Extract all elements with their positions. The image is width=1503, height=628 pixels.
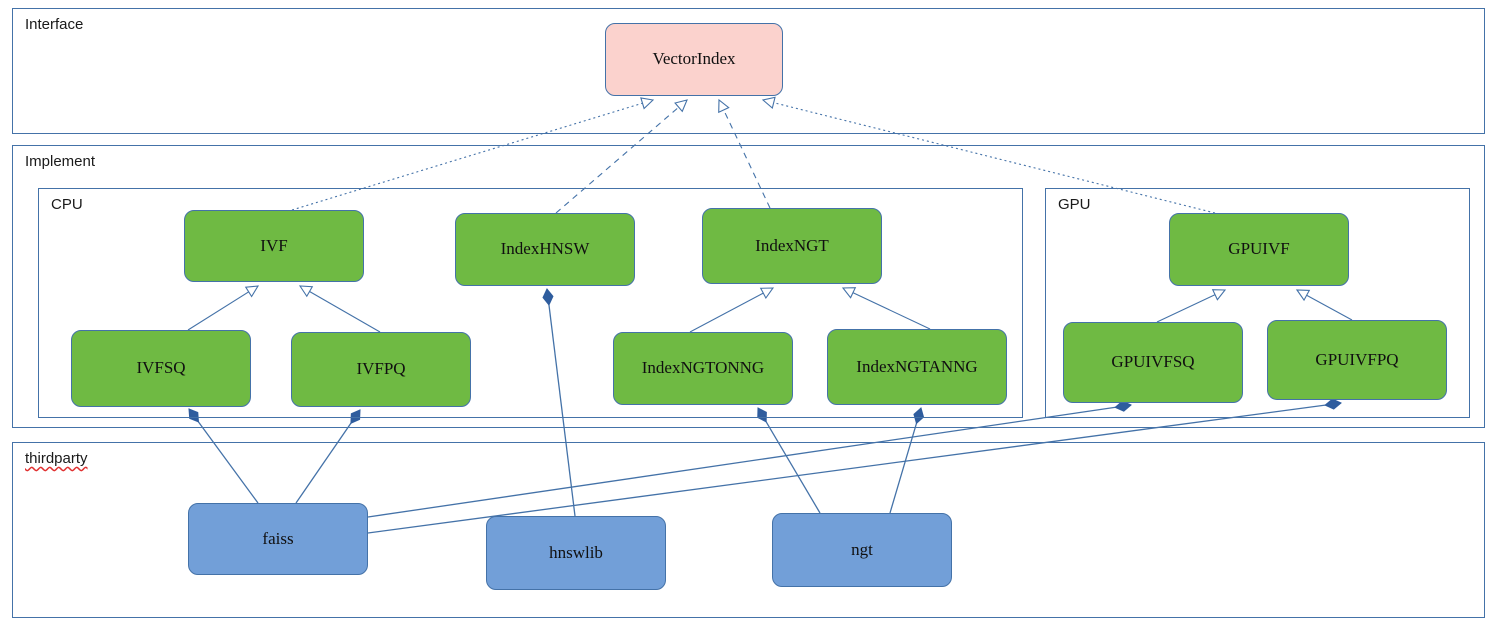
package-label-cpu: CPU [51, 196, 83, 213]
package-label-interface: Interface [25, 16, 84, 33]
class-node-ivfsq[interactable]: IVFSQ [71, 330, 251, 407]
class-node-gpuivf[interactable]: GPUIVF [1169, 213, 1349, 286]
package-gpu: GPU [1045, 188, 1470, 418]
class-node-label: IndexNGT [755, 235, 829, 255]
class-node-ivf[interactable]: IVF [184, 210, 364, 282]
package-label-gpu: GPU [1058, 196, 1091, 213]
class-node-label: IndexHNSW [500, 239, 590, 259]
package-thirdparty: thirdparty [12, 442, 1485, 618]
class-node-label: IVFSQ [136, 358, 186, 378]
package-label-implement: Implement [25, 153, 96, 170]
class-node-label: IVFPQ [356, 359, 406, 379]
class-node-vectorindex[interactable]: VectorIndex [605, 23, 783, 96]
class-node-indexngt[interactable]: IndexNGT [702, 208, 882, 284]
class-node-indexhnsw[interactable]: IndexHNSW [455, 213, 635, 286]
package-implement: Implement [12, 145, 1485, 428]
class-node-label: IndexNGTANNG [856, 356, 978, 376]
class-node-label: VectorIndex [652, 49, 736, 69]
class-node-ngt[interactable]: ngt [772, 513, 952, 587]
class-node-label: IVF [260, 235, 288, 255]
class-node-ivfpq[interactable]: IVFPQ [291, 332, 471, 407]
class-node-label: hnswlib [549, 542, 603, 562]
class-node-gpuivfsq[interactable]: GPUIVFSQ [1063, 322, 1243, 403]
package-interface: Interface [12, 8, 1485, 134]
package-label-thirdparty: thirdparty [25, 450, 88, 467]
class-node-indexngtanng[interactable]: IndexNGTANNG [827, 329, 1007, 405]
class-node-indexngtonng[interactable]: IndexNGTONNG [613, 332, 793, 405]
class-node-label: ngt [851, 539, 873, 559]
class-node-faiss[interactable]: faiss [188, 503, 368, 575]
class-node-label: GPUIVFSQ [1111, 352, 1195, 372]
class-node-label: GPUIVFPQ [1315, 349, 1399, 369]
class-node-gpuivfpq[interactable]: GPUIVFPQ [1267, 320, 1447, 400]
class-node-hnswlib[interactable]: hnswlib [486, 516, 666, 590]
class-node-label: IndexNGTONNG [641, 358, 765, 378]
class-node-label: GPUIVF [1228, 239, 1290, 259]
package-cpu: CPU [38, 188, 1023, 418]
class-node-label: faiss [262, 528, 294, 548]
